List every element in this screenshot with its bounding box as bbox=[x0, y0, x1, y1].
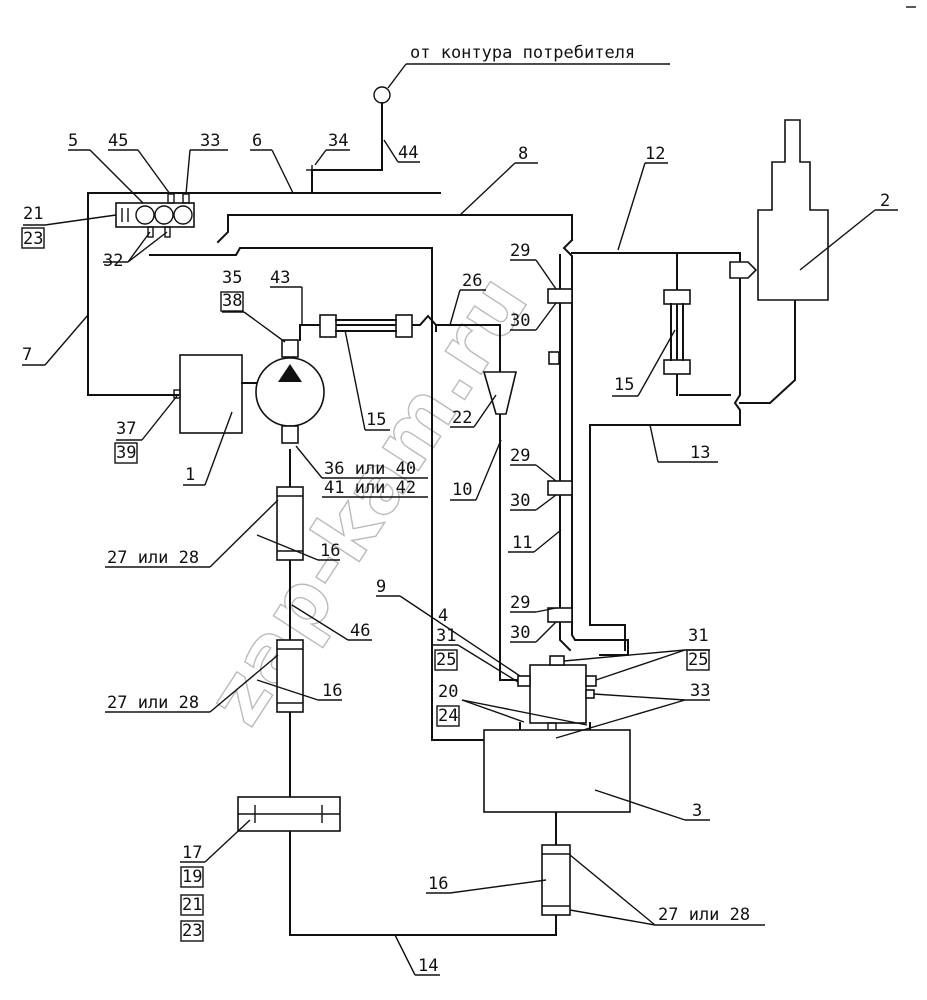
label-44: 44 bbox=[398, 143, 418, 163]
valve-17 bbox=[237, 796, 341, 832]
filter-16-b bbox=[276, 639, 304, 713]
label-21-bottom: 21 bbox=[182, 895, 202, 915]
label-20: 20 bbox=[438, 682, 458, 702]
label-14: 14 bbox=[418, 956, 438, 976]
pump bbox=[241, 339, 325, 444]
label-30-c: 30 bbox=[510, 623, 530, 643]
tank-1 bbox=[179, 354, 243, 434]
label-33-right: 33 bbox=[690, 681, 710, 701]
label-46: 46 bbox=[350, 621, 370, 641]
label-12: 12 bbox=[645, 144, 665, 164]
label-36-or-40: 36 или 40 bbox=[324, 459, 416, 479]
label-29-a: 29 bbox=[510, 241, 530, 261]
label-11: 11 bbox=[512, 533, 532, 553]
label-31-right: 31 bbox=[688, 626, 708, 646]
label-19: 19 bbox=[182, 867, 202, 887]
label-32: 32 bbox=[103, 251, 123, 271]
label-15-vertical: 15 bbox=[614, 375, 634, 395]
label-24: 24 bbox=[438, 706, 458, 726]
label-30-b: 30 bbox=[510, 491, 530, 511]
label-13: 13 bbox=[690, 443, 710, 463]
label-35: 35 bbox=[222, 268, 242, 288]
label-41-or-42: 41 или 42 bbox=[324, 478, 416, 498]
label-23-bottom: 23 bbox=[182, 921, 202, 941]
label-3: 3 bbox=[692, 801, 702, 821]
leader-lines bbox=[22, 63, 898, 976]
filter-15-horizontal bbox=[319, 314, 413, 338]
label-25-left: 25 bbox=[436, 650, 456, 670]
label-29-c: 29 bbox=[510, 593, 530, 613]
label-9: 9 bbox=[376, 577, 386, 597]
coupling-29-30-c bbox=[547, 607, 573, 623]
device-2 bbox=[729, 119, 829, 301]
label-34: 34 bbox=[328, 131, 348, 151]
labels: от контура потребителя 5 45 33 6 34 44 8… bbox=[21, 43, 890, 976]
label-2: 2 bbox=[880, 191, 890, 211]
label-45: 45 bbox=[108, 131, 128, 151]
label-17: 17 bbox=[182, 843, 202, 863]
label-30-a: 30 bbox=[510, 311, 530, 331]
label-6: 6 bbox=[252, 131, 262, 151]
label-4: 4 bbox=[438, 606, 448, 626]
label-31-left: 31 bbox=[436, 626, 456, 646]
label-15-horizontal: 15 bbox=[366, 410, 386, 430]
label-10: 10 bbox=[452, 480, 472, 500]
label-22: 22 bbox=[452, 408, 472, 428]
unit-4 bbox=[517, 655, 597, 742]
filter-15-vertical bbox=[663, 289, 691, 375]
label-27-28-c: 27 или 28 bbox=[658, 905, 750, 925]
filter-16-c bbox=[541, 844, 571, 916]
plug-small bbox=[548, 351, 560, 365]
label-25-right: 25 bbox=[688, 650, 708, 670]
label-27-28-a: 27 или 28 bbox=[107, 548, 199, 568]
label-33-top: 33 bbox=[200, 131, 220, 151]
label-5: 5 bbox=[68, 131, 78, 151]
label-7: 7 bbox=[22, 345, 32, 365]
label-29-b: 29 bbox=[510, 446, 530, 466]
label-16-c: 16 bbox=[428, 874, 448, 894]
label-26: 26 bbox=[462, 271, 482, 291]
manifold-block-5 bbox=[115, 193, 195, 238]
label-16-b: 16 bbox=[322, 681, 342, 701]
label-39: 39 bbox=[116, 443, 136, 463]
tank-3 bbox=[483, 729, 631, 813]
label-27-28-b: 27 или 28 bbox=[107, 693, 199, 713]
label-43: 43 bbox=[270, 268, 290, 288]
label-23-top: 23 bbox=[23, 229, 43, 249]
coupling-29-30-a bbox=[547, 288, 573, 304]
coupling-29-30-b bbox=[547, 480, 573, 496]
label-21-top: 21 bbox=[23, 204, 43, 224]
plug-37 bbox=[173, 389, 181, 399]
label-16-a: 16 bbox=[320, 541, 340, 561]
label-37: 37 bbox=[116, 419, 136, 439]
label-38: 38 bbox=[222, 291, 242, 311]
consumer-connection-circle bbox=[373, 86, 391, 104]
label-8: 8 bbox=[518, 144, 528, 164]
label-1: 1 bbox=[185, 465, 195, 485]
diagram-title: от контура потребителя bbox=[410, 43, 635, 63]
